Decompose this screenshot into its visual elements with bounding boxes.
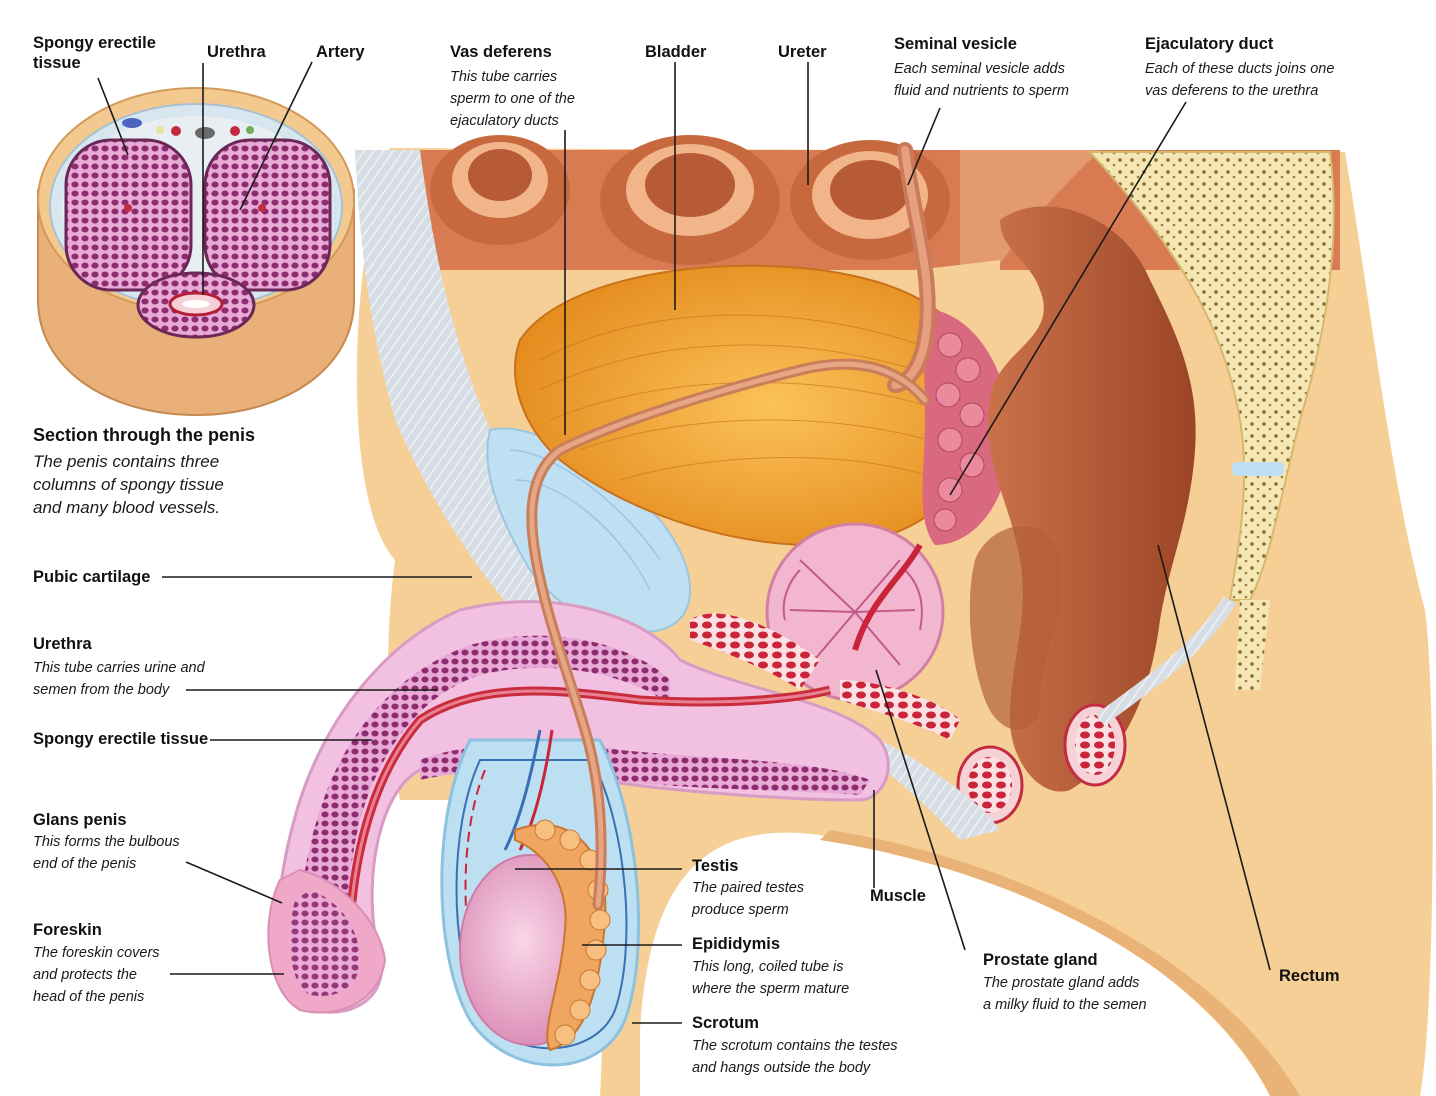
cross-section-description: The penis contains three columns of spon…	[33, 452, 224, 517]
ejaculatory-duct-desc: Each of these ducts joins one vas defere…	[1145, 61, 1335, 99]
testis-label: Testis	[692, 857, 739, 875]
epididymis-label: Epididymis	[692, 935, 781, 953]
seminal-vesicle-desc: Each seminal vesicle adds fluid and nutr…	[894, 61, 1069, 99]
urethra-label: Urethra	[33, 635, 92, 653]
cs-urethra-label: Urethra	[207, 43, 266, 61]
muscle-label: Muscle	[870, 887, 926, 905]
cross-section-title: Section through the penis	[33, 425, 256, 445]
leader-cs-artery	[239, 61, 313, 211]
pubic-cartilage-label: Pubic cartilage	[33, 568, 151, 586]
seminal-vesicle-label: Seminal vesicle	[894, 35, 1017, 53]
leader-prostate	[875, 669, 966, 951]
muscle-region	[690, 613, 1000, 840]
rectum	[956, 206, 1196, 825]
vas-deferens-label: Vas deferens	[450, 43, 552, 61]
leader-ejaculatory-duct	[949, 101, 1187, 496]
ureter-label: Ureter	[778, 43, 827, 61]
glans-penis-label: Glans penis	[33, 811, 127, 829]
urethra-desc: This tube carries urine and semen from t…	[33, 660, 205, 698]
cs-artery-label: Artery	[316, 43, 365, 61]
leader-glans	[185, 861, 283, 904]
leader-lines	[97, 61, 1271, 1024]
ejaculatory-duct-label: Ejaculatory duct	[1145, 35, 1274, 53]
testis-desc: The paired testes produce sperm	[692, 880, 805, 918]
spongy-erectile-tissue-label: Spongy erectile tissue	[33, 730, 209, 748]
scrotum-desc: The scrotum contains the testes and hang…	[692, 1038, 898, 1076]
leader-rectum	[1157, 544, 1271, 971]
scrotum	[440, 729, 641, 1067]
leader-cs-spongy	[97, 77, 129, 156]
spine-sacrum	[1087, 151, 1335, 726]
foreskin-desc: The foreskin covers and protects the hea…	[33, 945, 160, 1005]
foreskin-label: Foreskin	[33, 921, 102, 939]
glans-penis-desc: This forms the bulbous end of the penis	[33, 834, 180, 872]
prostate-gland-desc: The prostate gland adds a milky fluid to…	[983, 975, 1147, 1013]
prostate-gland-label: Prostate gland	[983, 951, 1098, 969]
penis-cross-section-inset	[37, 87, 355, 417]
bladder-label: Bladder	[645, 43, 707, 61]
cs-spongy-erectile-label: Spongy erectile tissue	[33, 34, 156, 72]
rectum-label: Rectum	[1279, 967, 1340, 985]
epididymis-desc: This long, coiled tube is where the sper…	[692, 959, 850, 997]
vas-deferens-desc: This tube carries sperm to one of the ej…	[450, 69, 575, 129]
seminal-vesicle	[922, 310, 1011, 545]
scrotum-label: Scrotum	[692, 1014, 759, 1032]
leader-seminal-vesicle	[907, 107, 941, 186]
